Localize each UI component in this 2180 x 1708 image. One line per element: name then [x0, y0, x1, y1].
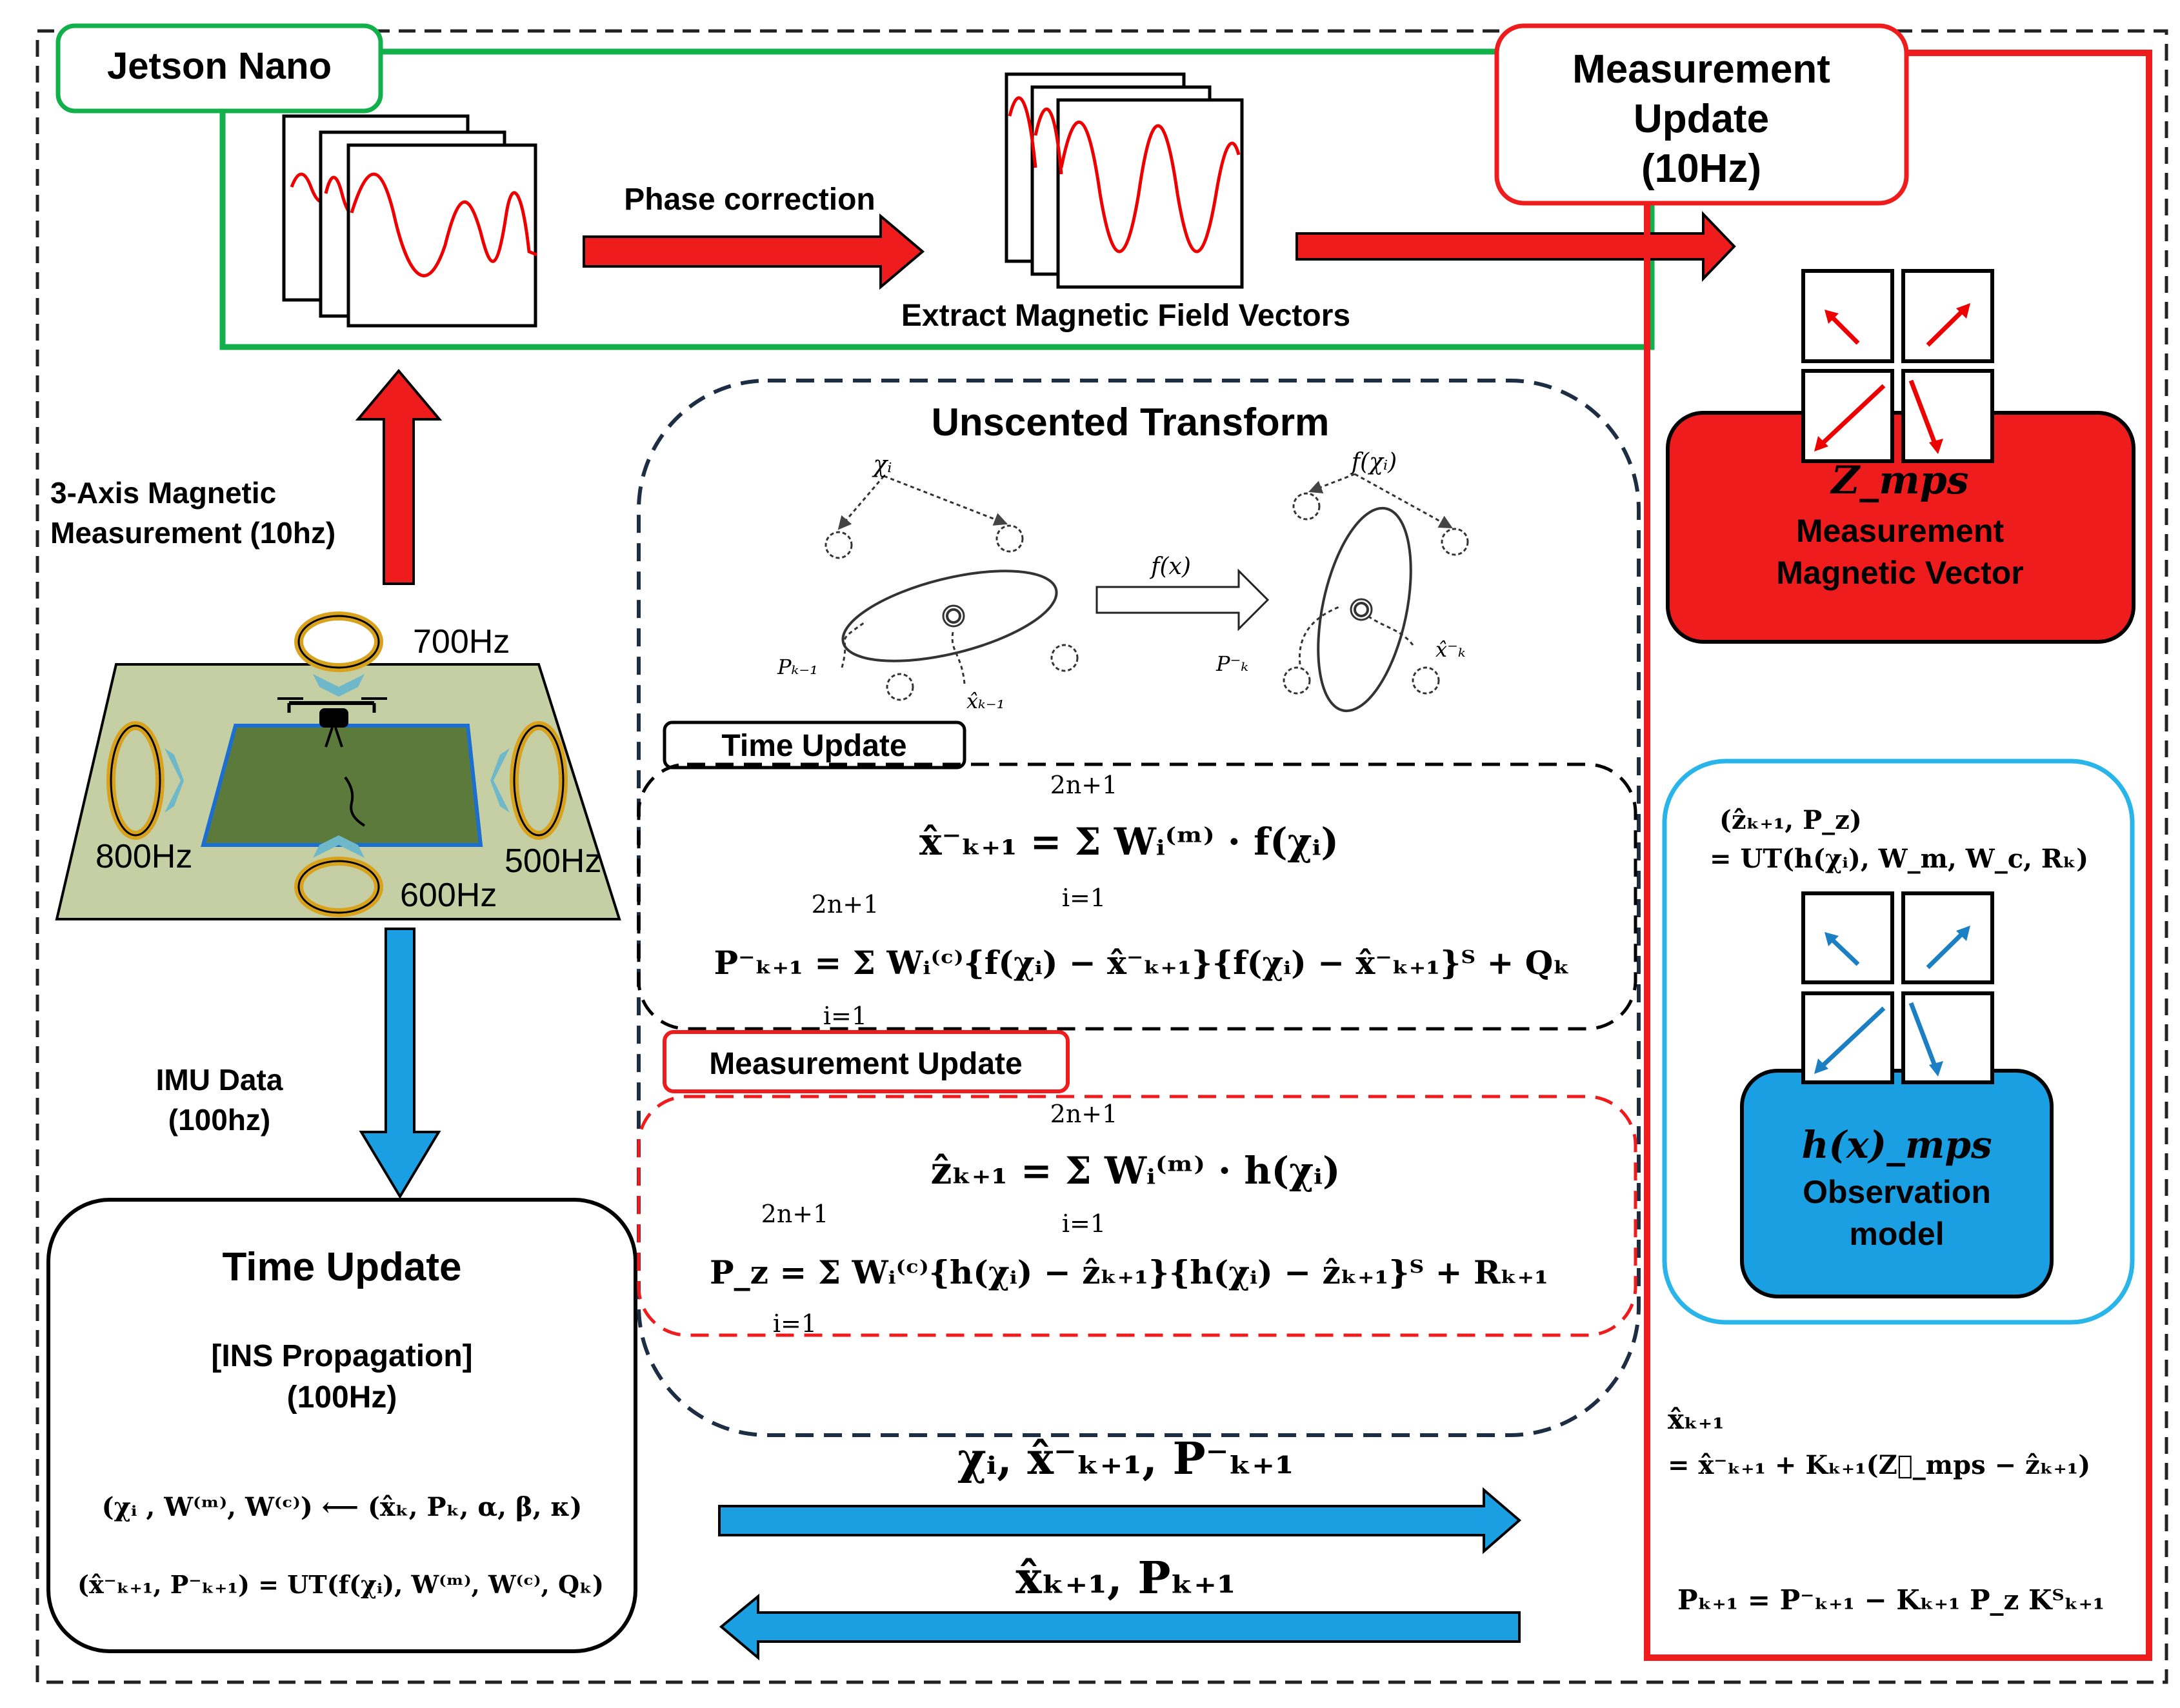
- tu-eq1-lower: i=1: [1062, 884, 1106, 912]
- outer-frame: [35, 29, 2168, 1684]
- x-minus-label: x̂⁻ₖ: [1435, 637, 1466, 662]
- freq-500: 500Hz: [505, 842, 601, 880]
- tu-eq1: x̂⁻ₖ₊₁ = Σ Wᵢ⁽ᵐ⁾ · f(χᵢ): [919, 820, 1339, 864]
- ins-eq1: (χᵢ , W⁽ᵐ⁾, W⁽ᶜ⁾) ⟵ (x̂ₖ, Pₖ, α, β, κ): [102, 1492, 583, 1522]
- to-measurement-arrow: [1295, 211, 1736, 282]
- meas-update-tab: [663, 1030, 1070, 1093]
- measurement-title-3: (10Hz): [1641, 146, 1761, 191]
- up-red-arrow: [355, 368, 443, 585]
- chi-label: χᵢ: [871, 452, 892, 478]
- mu-eq2-lower: i=1: [773, 1309, 817, 1338]
- jetson-title: Jetson Nano: [107, 45, 332, 87]
- tu-eq2: P⁻ₖ₊₁ = Σ Wᵢ⁽ᶜ⁾{f(χᵢ) − x̂⁻ₖ₊₁}{f(χᵢ) − …: [714, 944, 1570, 982]
- time-update-tab: [663, 720, 966, 770]
- tu-eq1-upper: 2n+1: [1050, 771, 1118, 799]
- mu-eq1-upper: 2n+1: [1050, 1100, 1118, 1128]
- cov-eq: Pₖ₊₁ = P⁻ₖ₊₁ − Kₖ₊₁ P_z Kᵀₖ₊₁: [1677, 1584, 2105, 1616]
- coil-500: [510, 721, 568, 840]
- coil-800: [106, 721, 165, 840]
- x-prev-label: x̂ₖ₋₁: [966, 689, 1005, 713]
- landing-pad: [201, 724, 483, 847]
- meas-vector-line1: Measurement: [1796, 513, 2005, 549]
- mag-label-1: 3-Axis Magnetic: [50, 476, 276, 510]
- imu-label-2: (100hz): [168, 1103, 270, 1137]
- update-eq-line1: x̂ₖ₊₁: [1668, 1404, 1725, 1435]
- meas-update-tab-label: Measurement Update: [709, 1047, 1022, 1081]
- forward-arrow: [718, 1487, 1522, 1554]
- ut-frame: [637, 379, 1641, 1437]
- h-label: h(x)_mps: [1801, 1123, 1992, 1167]
- field-glyphs: [165, 674, 510, 858]
- mu-eq2-upper: 2n+1: [761, 1200, 829, 1228]
- meas-vector-line2: Magnetic Vector: [1776, 555, 2023, 591]
- back-arrow: [719, 1593, 1521, 1661]
- mu-eq1-lower: i=1: [1062, 1209, 1106, 1238]
- back-label: x̂ₖ₊₁, Pₖ₊₁: [1015, 1553, 1236, 1604]
- measurement-title-1: Measurement: [1572, 47, 1830, 92]
- freq-700: 700Hz: [413, 623, 510, 660]
- update-eq-line2: = x̂⁻ₖ₊₁ + Kₖ₊₁(Z⃗_mps − ẑₖ₊₁): [1668, 1450, 2090, 1480]
- raw-signal-stack: [282, 114, 537, 328]
- time-update-eq-box: [637, 762, 1637, 1031]
- obs-line2: model: [1849, 1216, 1944, 1252]
- obs-line1: Observation: [1803, 1174, 1991, 1210]
- p-prev-label: Pₖ₋₁: [777, 655, 818, 679]
- extract-label: Extract Magnetic Field Vectors: [901, 299, 1350, 333]
- forward-label: χᵢ, x̂⁻ₖ₊₁, P⁻ₖ₊₁: [957, 1433, 1294, 1485]
- p-minus-label: P⁻ₖ: [1215, 651, 1248, 676]
- ins-eq2: (x̂⁻ₖ₊₁, P⁻ₖ₊₁) = UT(f(χᵢ), W⁽ᵐ⁾, W⁽ᶜ⁾, …: [77, 1570, 604, 1599]
- phase-label: Phase correction: [624, 183, 875, 217]
- ut-eq-line2: = UT(h(χᵢ), W_m, W_c, Rₖ): [1710, 844, 2088, 874]
- corrected-signal-stack: [1005, 72, 1244, 289]
- sigma-illustration: [825, 473, 1469, 713]
- observation-frame: [1662, 759, 2135, 1325]
- ins-rate: (100Hz): [287, 1380, 397, 1415]
- phase-arrow: [583, 213, 925, 290]
- freq-600: 600Hz: [400, 877, 497, 914]
- ut-title: Unscented Transform: [932, 401, 1330, 444]
- measurement-title-box: [1494, 23, 1909, 206]
- zmps-box: [1666, 411, 2135, 644]
- zmps-vector-grid: [1801, 269, 1994, 463]
- coil-700: [294, 611, 383, 672]
- coil-600: [294, 857, 383, 917]
- down-blue-arrow: [359, 928, 441, 1199]
- mu-eq2: P_z = Σ Wᵢ⁽ᶜ⁾{h(χᵢ) − ẑₖ₊₁}{h(χᵢ) − ẑₖ₊₁…: [710, 1253, 1548, 1291]
- tu-eq2-lower: i=1: [823, 1002, 867, 1030]
- fchi-label: f(χᵢ): [1350, 449, 1397, 475]
- observation-model-box: [1740, 1069, 2054, 1298]
- mu-eq1: ẑₖ₊₁ = Σ Wᵢ⁽ᵐ⁾ · h(χᵢ): [931, 1149, 1341, 1193]
- time-update-title: Time Update: [223, 1245, 462, 1289]
- observation-vector-grid: [1801, 891, 1994, 1084]
- time-update-tab-label: Time Update: [721, 729, 906, 763]
- ut-eq-line1: (ẑₖ₊₁, P_z): [1719, 805, 1862, 835]
- drone-icon: [277, 697, 387, 827]
- ins-propagation: [INS Propagation]: [211, 1339, 472, 1373]
- fx-label: f(x): [1149, 553, 1191, 580]
- measurement-title-2: Update: [1634, 97, 1769, 141]
- jetson-title-box: [55, 23, 383, 114]
- mag-label-2: Measurement (10hz): [50, 516, 335, 550]
- time-update-box: [46, 1198, 637, 1653]
- zmps-label: Z_mps: [1830, 458, 1968, 503]
- tu-eq2-upper: 2n+1: [812, 890, 879, 919]
- freq-800: 800Hz: [95, 838, 192, 875]
- imu-label-1: IMU Data: [156, 1063, 283, 1097]
